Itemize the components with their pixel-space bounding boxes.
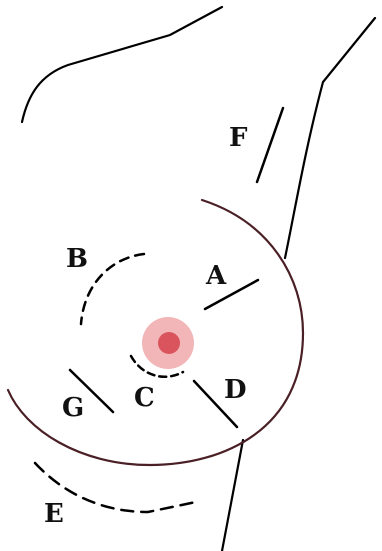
label-g: G bbox=[62, 393, 84, 423]
label-d: D bbox=[224, 375, 247, 405]
torso-outline bbox=[222, 440, 243, 551]
incision-b bbox=[81, 254, 144, 324]
incision-f bbox=[257, 108, 283, 182]
label-f: F bbox=[229, 123, 248, 153]
label-b: B bbox=[66, 244, 88, 274]
label-e: E bbox=[44, 499, 64, 529]
label-c: C bbox=[134, 383, 155, 413]
shoulder-outline bbox=[22, 7, 222, 122]
nipple bbox=[158, 332, 180, 354]
arm-outline bbox=[285, 18, 375, 258]
label-a: A bbox=[205, 261, 227, 291]
